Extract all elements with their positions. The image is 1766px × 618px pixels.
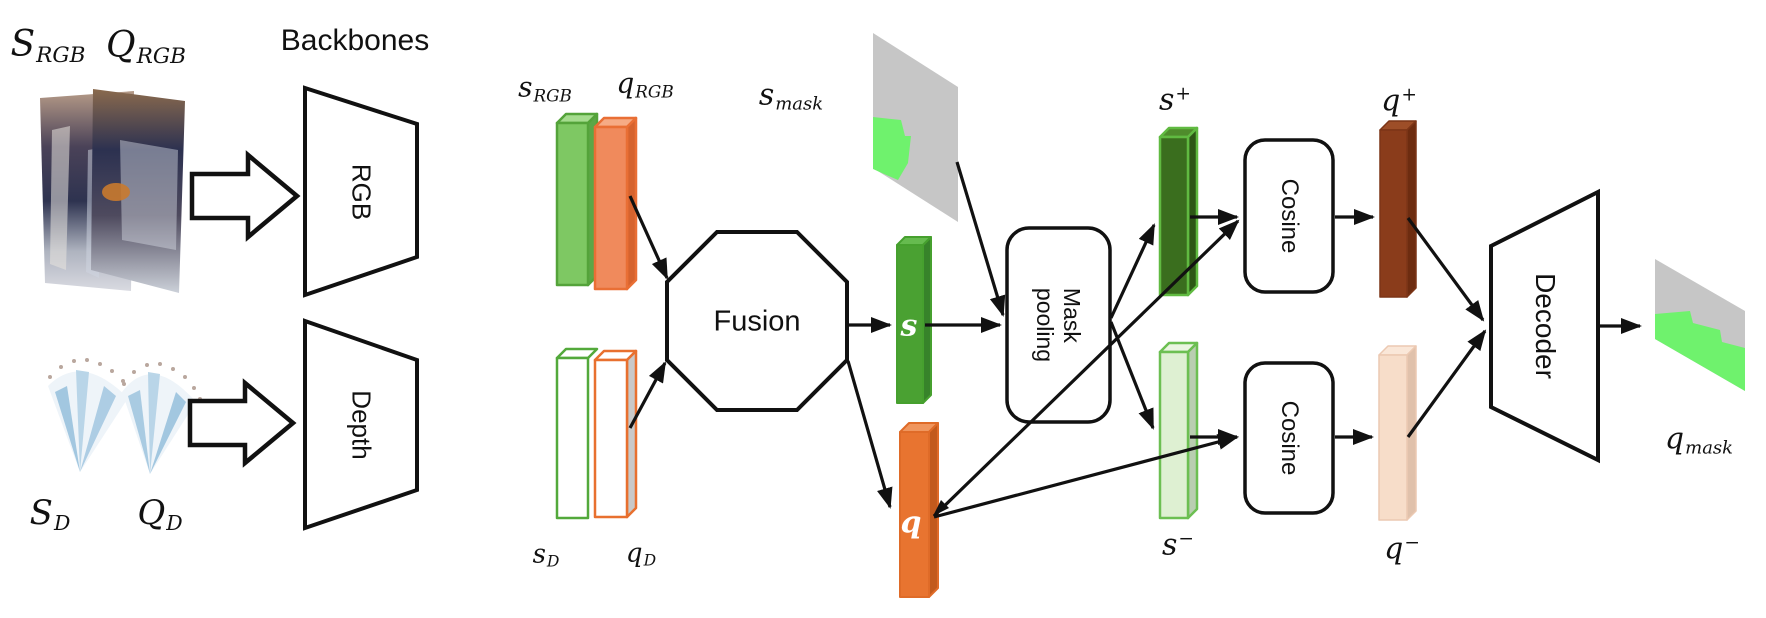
decoder-trapezoid (1489, 188, 1600, 464)
label-q-on-bar: q (900, 505, 922, 541)
label-s-plus: s+ (1159, 82, 1191, 118)
label-query-rgb: QRGB (106, 24, 186, 70)
arrow-q-to-cosine-bottom (933, 434, 1239, 519)
arrow-qd-to-fusion (628, 361, 667, 429)
fusion-octagon (665, 230, 849, 412)
depth-backbone-trapezoid (303, 318, 419, 531)
mask-pooling-box (1005, 226, 1112, 424)
depth-backbone-label: Depth (346, 390, 377, 460)
arrow-qminus-to-decoder (1406, 329, 1487, 438)
label-query-depth: QD (137, 493, 183, 535)
label-query-mask-output: qmask (1664, 421, 1734, 459)
label-q-plus: q+ (1381, 83, 1417, 119)
q-depth-feature-bar (593, 349, 638, 519)
label-s-depth-feature: sD (532, 539, 560, 571)
backbones-heading: Backbones (280, 24, 430, 57)
s-minus-prototype-bar (1158, 341, 1199, 520)
rgb-input-block-arrow (189, 150, 301, 242)
cosine-bottom-label: Cosine (1276, 400, 1303, 476)
label-q-rgb-feature: qRGB (616, 66, 674, 102)
label-s-rgb-feature: sRGB (518, 70, 572, 106)
arrow-qrgb-to-fusion (628, 195, 669, 280)
s-plus-prototype-bar (1158, 126, 1199, 297)
label-s-on-bar: s (900, 308, 918, 344)
query-mask-output-image (1655, 259, 1745, 391)
support-query-depth-images (48, 358, 202, 474)
arrowhead-into-q (933, 500, 949, 516)
q-minus-similarity-bar (1378, 345, 1417, 521)
arrow-qplus-to-decoder (1406, 217, 1485, 322)
arrow-fusion-to-q (846, 360, 893, 509)
s-fused-bar (896, 236, 932, 404)
label-support-depth: SD (29, 493, 71, 535)
support-mask-image (873, 33, 958, 222)
arrow-maskpool-to-splus (1109, 223, 1156, 319)
arrow-smask-to-maskpool (955, 161, 1006, 317)
connector-arrows (628, 161, 1642, 519)
cosine-bottom-box (1243, 361, 1335, 515)
support-query-rgb-images (40, 89, 185, 293)
fusion-label: Fusion (713, 305, 801, 338)
rgb-backbone-trapezoid (303, 85, 419, 298)
arrow-q-to-cosine-top (932, 219, 1240, 518)
depth-input-block-arrow (187, 378, 297, 468)
s-depth-feature-bar (555, 347, 599, 520)
label-support-mask: smask (758, 77, 824, 115)
label-s-minus: s− (1162, 527, 1194, 563)
mask-pooling-label: Mask pooling (1032, 287, 1085, 363)
decoder-label: Decoder (1530, 273, 1561, 379)
cosine-top-box (1243, 138, 1335, 294)
q-fused-bar (899, 422, 939, 598)
q-plus-similarity-bar (1379, 120, 1417, 298)
label-support-rgb: SRGB (10, 23, 86, 69)
cosine-top-label: Cosine (1276, 178, 1303, 254)
q-rgb-feature-bar (593, 116, 638, 291)
s-rgb-feature-bar (555, 112, 599, 287)
rgb-backbone-label: RGB (346, 163, 377, 221)
label-q-minus: q− (1384, 531, 1420, 567)
label-q-depth-feature: qD (625, 538, 657, 570)
